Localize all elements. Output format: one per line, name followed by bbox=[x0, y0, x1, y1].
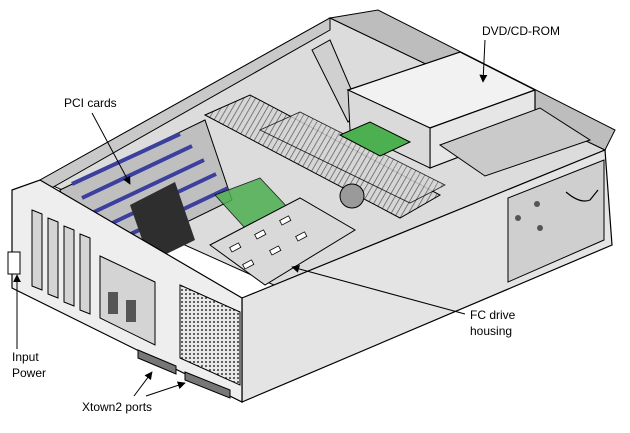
side-panel-screw bbox=[515, 215, 521, 221]
xtown2-port-2 bbox=[184, 371, 231, 399]
xtown-callout-label: Xtown2 ports bbox=[82, 400, 153, 414]
dvd-leader-arrow bbox=[479, 39, 488, 83]
io-port bbox=[108, 292, 118, 314]
xtown2-port-1 bbox=[137, 349, 177, 375]
fan-hub bbox=[339, 183, 365, 209]
pci-card-bar bbox=[71, 132, 181, 186]
side-access-panel bbox=[507, 159, 605, 283]
side-panel-latch bbox=[565, 189, 599, 202]
pci-card-bar bbox=[93, 158, 205, 214]
dvd-interface-board bbox=[338, 121, 412, 157]
fc-callout-label-line2: housing bbox=[470, 324, 513, 338]
xtown-leader-arrow-1 bbox=[133, 371, 153, 397]
fc-drive-slots bbox=[229, 215, 308, 270]
fan-mesh-band-2 bbox=[259, 111, 446, 204]
power-connector bbox=[7, 251, 21, 275]
pci-card-bar bbox=[81, 144, 193, 200]
dvd-mount-rail bbox=[438, 107, 592, 177]
dvd-drive-left bbox=[347, 89, 431, 169]
side-panel-screw bbox=[537, 225, 543, 231]
fc-callout-label-line1: FC drive bbox=[470, 308, 516, 322]
input-power-callout-line2: Power bbox=[12, 366, 47, 380]
dvd-callout-label: DVD/CD-ROM bbox=[482, 24, 560, 38]
input-power-callout-line1: Input bbox=[12, 350, 39, 364]
pci-callout-label: PCI cards bbox=[64, 96, 117, 110]
pci-leader-arrow bbox=[91, 112, 131, 185]
fc-leader-arrow bbox=[291, 265, 466, 315]
rear-slot-covers bbox=[31, 209, 91, 315]
xtown-leader-arrow-2 bbox=[145, 381, 186, 397]
side-panel-screw bbox=[534, 201, 540, 207]
front-grill bbox=[179, 284, 241, 386]
io-port bbox=[126, 300, 136, 322]
